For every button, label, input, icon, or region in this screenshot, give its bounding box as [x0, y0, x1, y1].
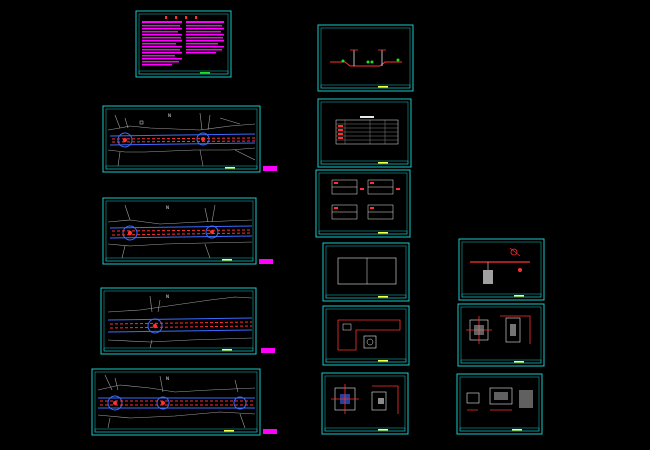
- sheet-pit-section[interactable]: [322, 305, 410, 366]
- sheet-plan-1[interactable]: N: [102, 105, 261, 173]
- notes-text-block: [142, 21, 224, 66]
- sheet-tag-3: [261, 348, 275, 353]
- sheet-foundation-detail[interactable]: [321, 372, 409, 435]
- sheet-cross-section[interactable]: [317, 24, 414, 92]
- sheet-junction-box[interactable]: [456, 373, 543, 435]
- sheet-pole-detail[interactable]: [457, 303, 545, 367]
- sheet-general-notes[interactable]: [135, 10, 232, 78]
- sheet-detail-blocks[interactable]: [315, 169, 411, 238]
- sheet-tag-2: [259, 259, 273, 264]
- svg-text:N: N: [168, 113, 171, 118]
- svg-text:N: N: [166, 205, 169, 210]
- sheet-plan-3[interactable]: N: [100, 287, 257, 355]
- sheet-plan-4[interactable]: N: [91, 368, 261, 436]
- svg-text:N: N: [166, 376, 169, 381]
- sheet-tag-1: [263, 166, 277, 171]
- svg-text:N: N: [166, 294, 169, 299]
- sheet-plan-2[interactable]: N: [102, 197, 257, 265]
- sheet-tag-4: [263, 429, 277, 434]
- sheet-quantity-table[interactable]: [317, 98, 412, 168]
- sheet-pit-plan[interactable]: [322, 242, 410, 302]
- sheet-pole-elevation[interactable]: [458, 238, 545, 301]
